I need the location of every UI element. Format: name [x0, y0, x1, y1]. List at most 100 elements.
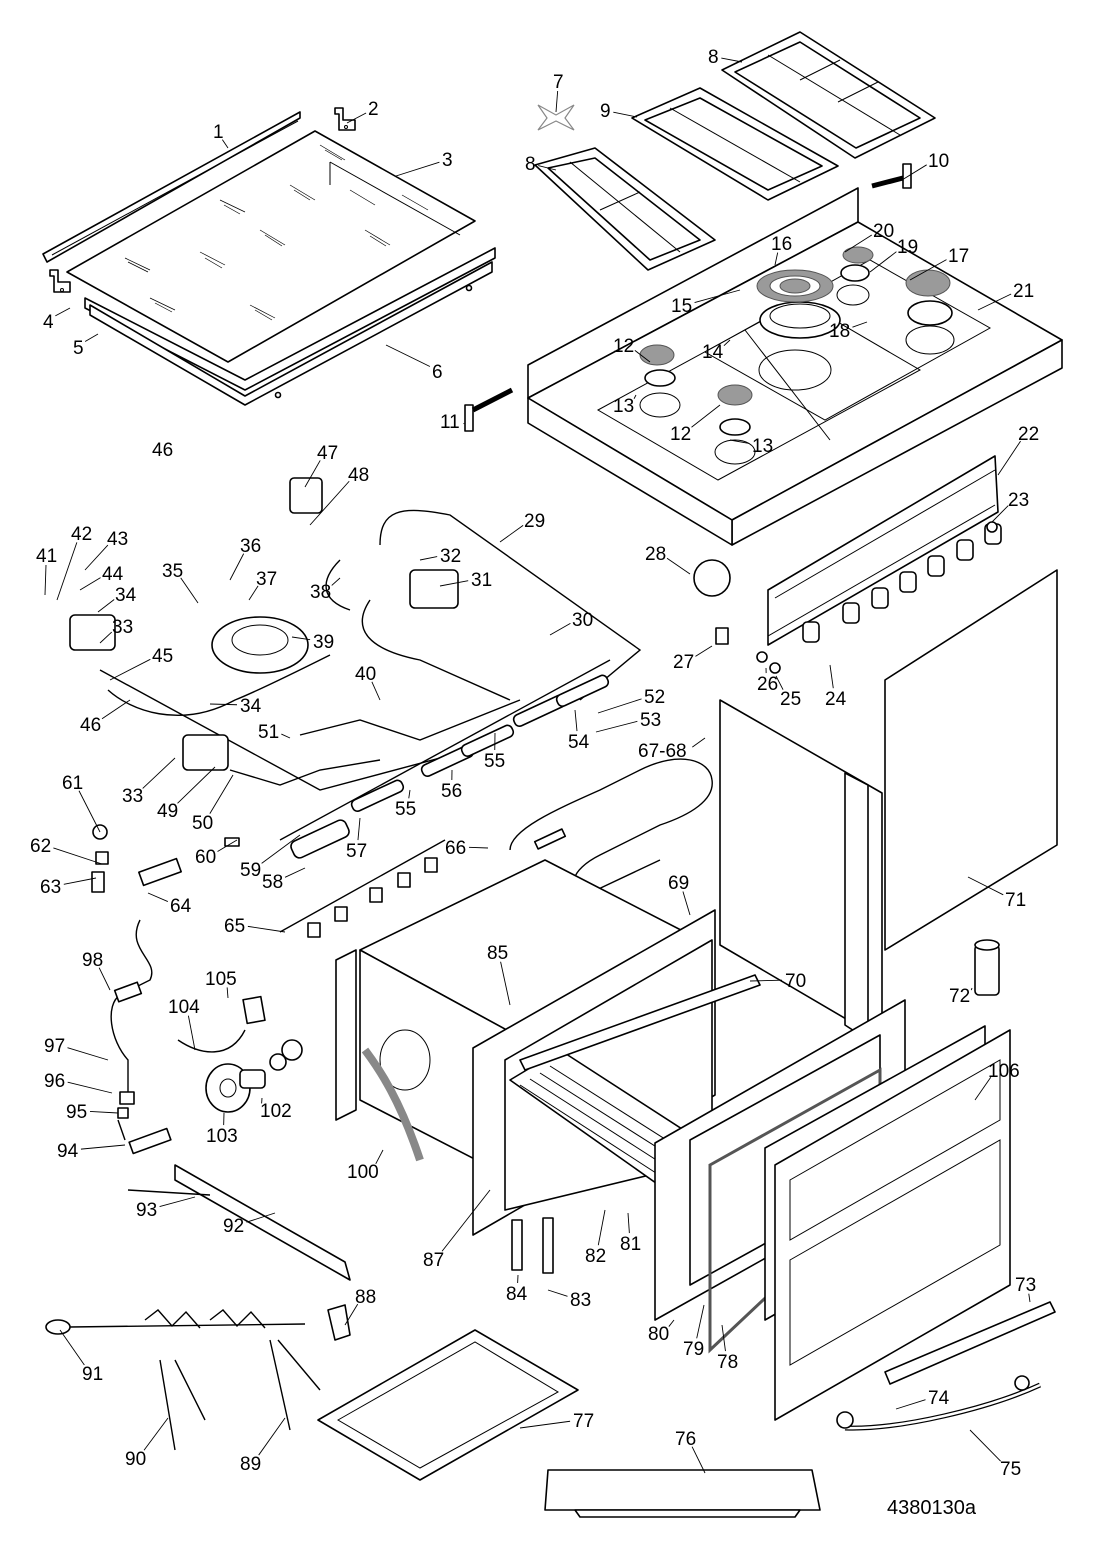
callout-label-76: 76 — [675, 1429, 696, 1450]
cavity-insulation — [335, 949, 357, 1121]
callout-label-24: 24 — [825, 689, 847, 710]
leader-line-91 — [59, 1329, 85, 1366]
leader-line-8a — [721, 57, 743, 63]
door-trim-73 — [884, 1301, 1056, 1385]
leader-line-78 — [721, 1324, 726, 1352]
callout-label-33a: 33 — [112, 617, 133, 638]
callout-label-34b: 34 — [240, 696, 262, 717]
callout-label-29: 29 — [524, 511, 545, 532]
wok-burner-39 — [211, 616, 309, 674]
handle-end-74 — [836, 1411, 854, 1429]
lid-glass — [66, 130, 476, 363]
callout-label-22: 22 — [1018, 424, 1039, 445]
callout-label-80: 80 — [648, 1324, 669, 1345]
callout-label-74: 74 — [928, 1388, 950, 1409]
lid-frame-inner — [89, 261, 493, 406]
leader-line-5 — [84, 333, 99, 342]
callout-label-96: 96 — [44, 1071, 65, 1092]
callout-label-91: 91 — [82, 1364, 103, 1385]
leader-line-50 — [209, 774, 234, 814]
callout-label-93: 93 — [136, 1200, 157, 1221]
leader-line-33a — [99, 631, 113, 644]
leader-line-22 — [997, 440, 1021, 476]
leader-line-100 — [375, 1149, 384, 1165]
lid-frame — [84, 247, 496, 391]
control-panel — [693, 455, 1002, 674]
leader-line-74 — [895, 1399, 926, 1410]
callout-label-8a: 8 — [708, 47, 719, 68]
leader-line-8b — [538, 165, 557, 171]
leader-line-43 — [84, 544, 109, 571]
callout-label-64: 64 — [170, 896, 192, 917]
lamp-parts — [177, 995, 303, 1113]
leader-line-3 — [395, 161, 440, 177]
callout-label-66: 66 — [445, 838, 466, 859]
callout-label-30: 30 — [572, 610, 593, 631]
leader-line-63 — [63, 877, 97, 885]
callout-label-90: 90 — [125, 1449, 146, 1470]
insulation-wrap-100 — [361, 1047, 424, 1162]
gas-hose-98 — [110, 919, 153, 1095]
leader-line-81 — [627, 1212, 630, 1234]
callout-label-89: 89 — [240, 1454, 261, 1475]
leader-line-23 — [991, 505, 1009, 523]
leader-line-104 — [187, 1015, 196, 1051]
pan-support-left — [534, 147, 716, 271]
indicator-25 — [769, 662, 781, 674]
callout-label-41: 41 — [36, 546, 57, 567]
leader-line-55b — [408, 789, 411, 799]
leader-line-12a — [634, 350, 651, 363]
leader-line-49 — [177, 766, 216, 804]
foot-72 — [974, 939, 1000, 996]
burner-housings — [69, 477, 459, 771]
leader-line-60 — [217, 839, 238, 852]
leader-line-76 — [691, 1446, 706, 1474]
timer-28 — [693, 559, 731, 597]
leader-line-75 — [969, 1429, 1001, 1462]
leader-line-87 — [441, 1189, 491, 1252]
callout-label-16: 16 — [771, 234, 792, 255]
leader-line-83 — [547, 1289, 568, 1297]
burner-cap — [639, 344, 675, 366]
leader-line-88 — [344, 1303, 359, 1326]
lamp-cable-104 — [177, 1029, 246, 1053]
fork-88 — [327, 1304, 351, 1341]
burner-cap — [905, 269, 951, 297]
callout-label-11: 11 — [440, 412, 460, 433]
leader-line-89 — [258, 1417, 286, 1456]
leader-line-82 — [597, 1209, 606, 1246]
burner-cap — [779, 278, 811, 294]
leader-line-17 — [909, 259, 947, 281]
control-panel-fascia — [767, 455, 999, 646]
door-outer-106 — [774, 1029, 1011, 1421]
callout-label-56: 56 — [441, 781, 462, 802]
leader-line-98 — [98, 967, 111, 991]
terminal-block-64 — [138, 857, 182, 887]
callout-label-5: 5 — [73, 338, 84, 359]
callout-label-2: 2 — [368, 99, 379, 120]
callout-label-47: 47 — [317, 443, 338, 464]
leader-line-42 — [56, 542, 78, 601]
wok-adapter-icon — [537, 104, 575, 131]
shelf-support-70 — [519, 974, 761, 1071]
drip-tray-77 — [317, 1329, 579, 1481]
callout-label-104: 104 — [168, 997, 200, 1018]
leader-line-25 — [775, 675, 784, 690]
callout-label-55a: 55 — [484, 751, 505, 772]
leader-line-41 — [44, 564, 47, 596]
leader-line-45 — [109, 658, 151, 681]
callout-label-46a: 46 — [152, 440, 173, 461]
callout-label-102: 102 — [260, 1101, 292, 1122]
callout-label-12a: 12 — [613, 336, 634, 357]
hinge-84 — [511, 1219, 523, 1271]
gas-pipework — [69, 477, 642, 938]
lower-left-parts — [45, 919, 351, 1451]
burner-small-left-1 — [639, 344, 681, 418]
leader-line-31 — [439, 580, 469, 587]
callout-label-14: 14 — [702, 342, 724, 363]
callout-label-87: 87 — [423, 1250, 444, 1271]
leader-line-29 — [499, 525, 524, 543]
callout-label-3: 3 — [442, 150, 453, 171]
callout-label-20: 20 — [873, 221, 894, 242]
leader-line-39 — [291, 636, 311, 641]
